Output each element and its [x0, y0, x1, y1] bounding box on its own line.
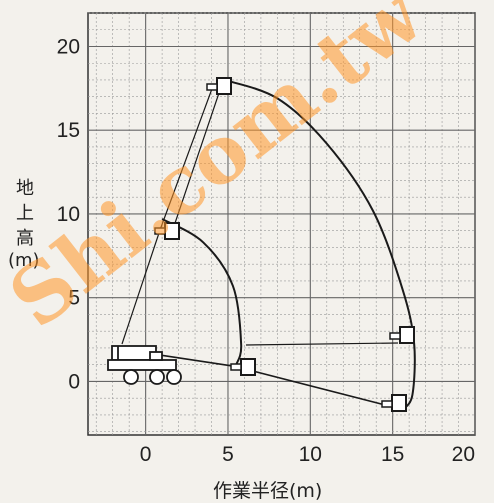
- y-tick-label: 0: [68, 370, 80, 393]
- x-axis-ticks: 0 5 10 15 20: [140, 443, 475, 466]
- x-tick-label: 10: [299, 443, 322, 466]
- platform-bottom: [381, 394, 407, 412]
- x-tick-label: 15: [381, 443, 404, 466]
- boom-line-upper-2: [171, 89, 221, 233]
- platform-low: [230, 358, 256, 376]
- vehicle-icon: [107, 345, 182, 385]
- x-tick-label: 0: [140, 443, 152, 466]
- y-tick-label: 15: [57, 119, 80, 142]
- outer-envelope-curve: [224, 79, 416, 411]
- boom-lines: [121, 85, 399, 346]
- boom-line-lower: [121, 229, 161, 345]
- boom-line-upper: [159, 85, 214, 231]
- platform-right: [389, 326, 415, 344]
- y-axis-ticks: 20 15 10 5 0: [57, 35, 80, 393]
- inner-envelope-curve: [161, 218, 243, 366]
- x-tick-label: 5: [222, 443, 234, 466]
- x-axis-label: 作業半径(m): [213, 480, 323, 502]
- platform-top: [206, 77, 232, 95]
- y-axis-label-char: 地: [16, 178, 34, 199]
- x-tick-label: 20: [452, 443, 475, 466]
- platform-mid: [154, 222, 180, 240]
- y-axis-label-char: 高: [16, 228, 34, 249]
- boom-line-horizontal: [245, 342, 399, 346]
- y-axis-label-char: 上: [16, 203, 34, 224]
- y-tick-label: 5: [68, 287, 80, 310]
- y-tick-label: 10: [57, 203, 80, 226]
- grid: [88, 12, 476, 435]
- y-tick-label: 20: [57, 35, 80, 58]
- y-axis-label-char: (m): [8, 250, 40, 271]
